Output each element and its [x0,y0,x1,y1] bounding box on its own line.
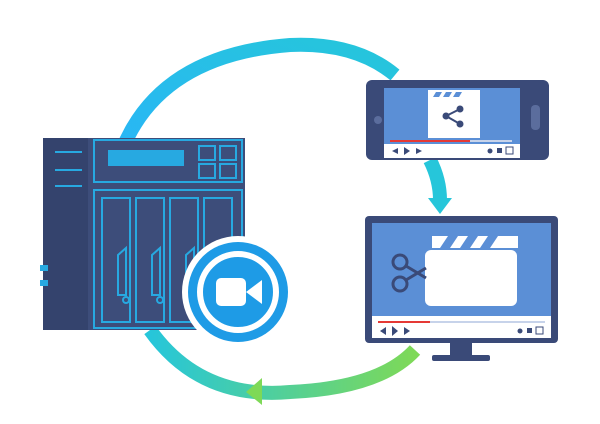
settings-icon [527,328,532,333]
arrow-head-right [428,198,452,214]
cycle-arc-right [423,156,447,201]
skip-forward-icon [404,327,410,335]
cycle-arc-top [115,37,400,153]
clapperboard-icon [433,92,462,97]
fullscreen-icon [535,326,544,335]
play-icon [392,326,398,336]
cycle-arc-bottom [144,325,421,400]
skip-back-icon [380,327,386,335]
skip-forward-icon [416,148,422,154]
monitor-base [432,355,490,361]
player-controls [380,326,544,336]
video-camera-icon [182,236,294,348]
share-icon [442,105,464,128]
monitor-stand [450,343,472,355]
scissors-icon [391,253,427,293]
volume-icon [517,328,523,334]
arrow-head-bottom [246,378,262,405]
fullscreen-icon [505,146,514,155]
settings-icon [497,148,502,153]
skip-back-icon [392,148,398,154]
player-controls [392,146,514,155]
cycle-arrows [112,37,452,405]
monitor [365,216,558,361]
smartphone [366,80,549,160]
volume-icon [487,148,493,154]
play-icon [404,147,410,155]
clapperboard-icon [425,236,518,306]
